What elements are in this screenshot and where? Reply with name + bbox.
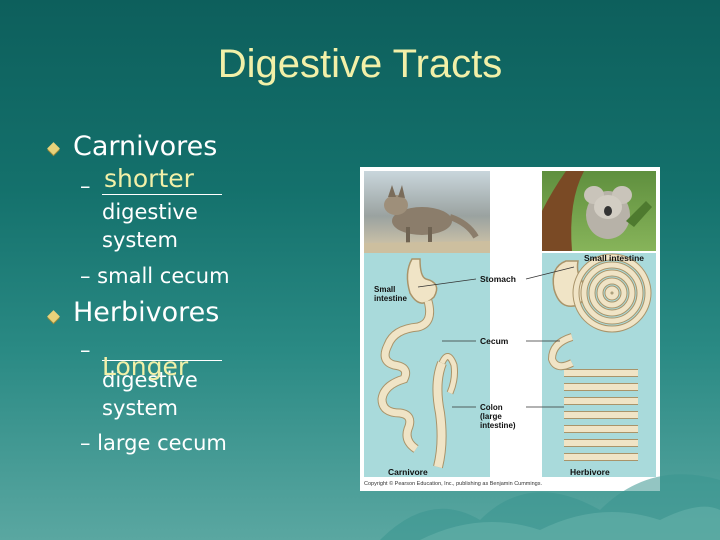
carnivores-fill-word: shorter [104,164,194,193]
carnivores-line-system: system [102,228,178,252]
label-small-intestine-herbivore: Small intestine [584,253,644,263]
label-carnivore: Carnivore [388,467,428,477]
carnivores-heading: Carnivores [73,131,218,162]
decorative-wave [380,474,720,540]
diamond-bullet-icon [47,142,60,155]
herbivores-blank-line [102,360,222,361]
carnivores-blank-line [102,194,222,195]
leader-lines [417,266,575,408]
label-stomach: Stomach [480,274,516,284]
carnivores-dash: – [80,174,91,198]
carnivore-panel [364,253,490,477]
carnivores-line-digestive: digestive [102,200,198,224]
herbivores-large-cecum: – large cecum [80,431,227,455]
label-herbivore: Herbivore [570,467,610,477]
slide-title: Digestive Tracts [217,42,503,86]
diamond-bullet-icon [47,310,60,323]
herbivores-line-digestive: digestive [102,368,198,392]
herbivores-fill-word: Longer [102,352,189,381]
herbivores-dash: – [80,338,91,362]
digestive-tract-figure: Small intestine Stomach Small intestine … [360,167,660,491]
carnivores-small-cecum: – small cecum [80,264,230,288]
herbivores-line-system: system [102,396,178,420]
koala-photo [542,171,656,251]
coyote-photo [364,171,490,253]
copyright-note: Copyright © Pearson Education, Inc., pub… [364,481,543,487]
label-small-intestine-carnivore: Small intestine [374,285,407,303]
herbivores-heading: Herbivores [73,297,220,328]
label-cecum: Cecum [480,336,509,346]
label-colon: Colon (large intestine) [480,403,516,430]
herbivore-panel [542,253,656,477]
